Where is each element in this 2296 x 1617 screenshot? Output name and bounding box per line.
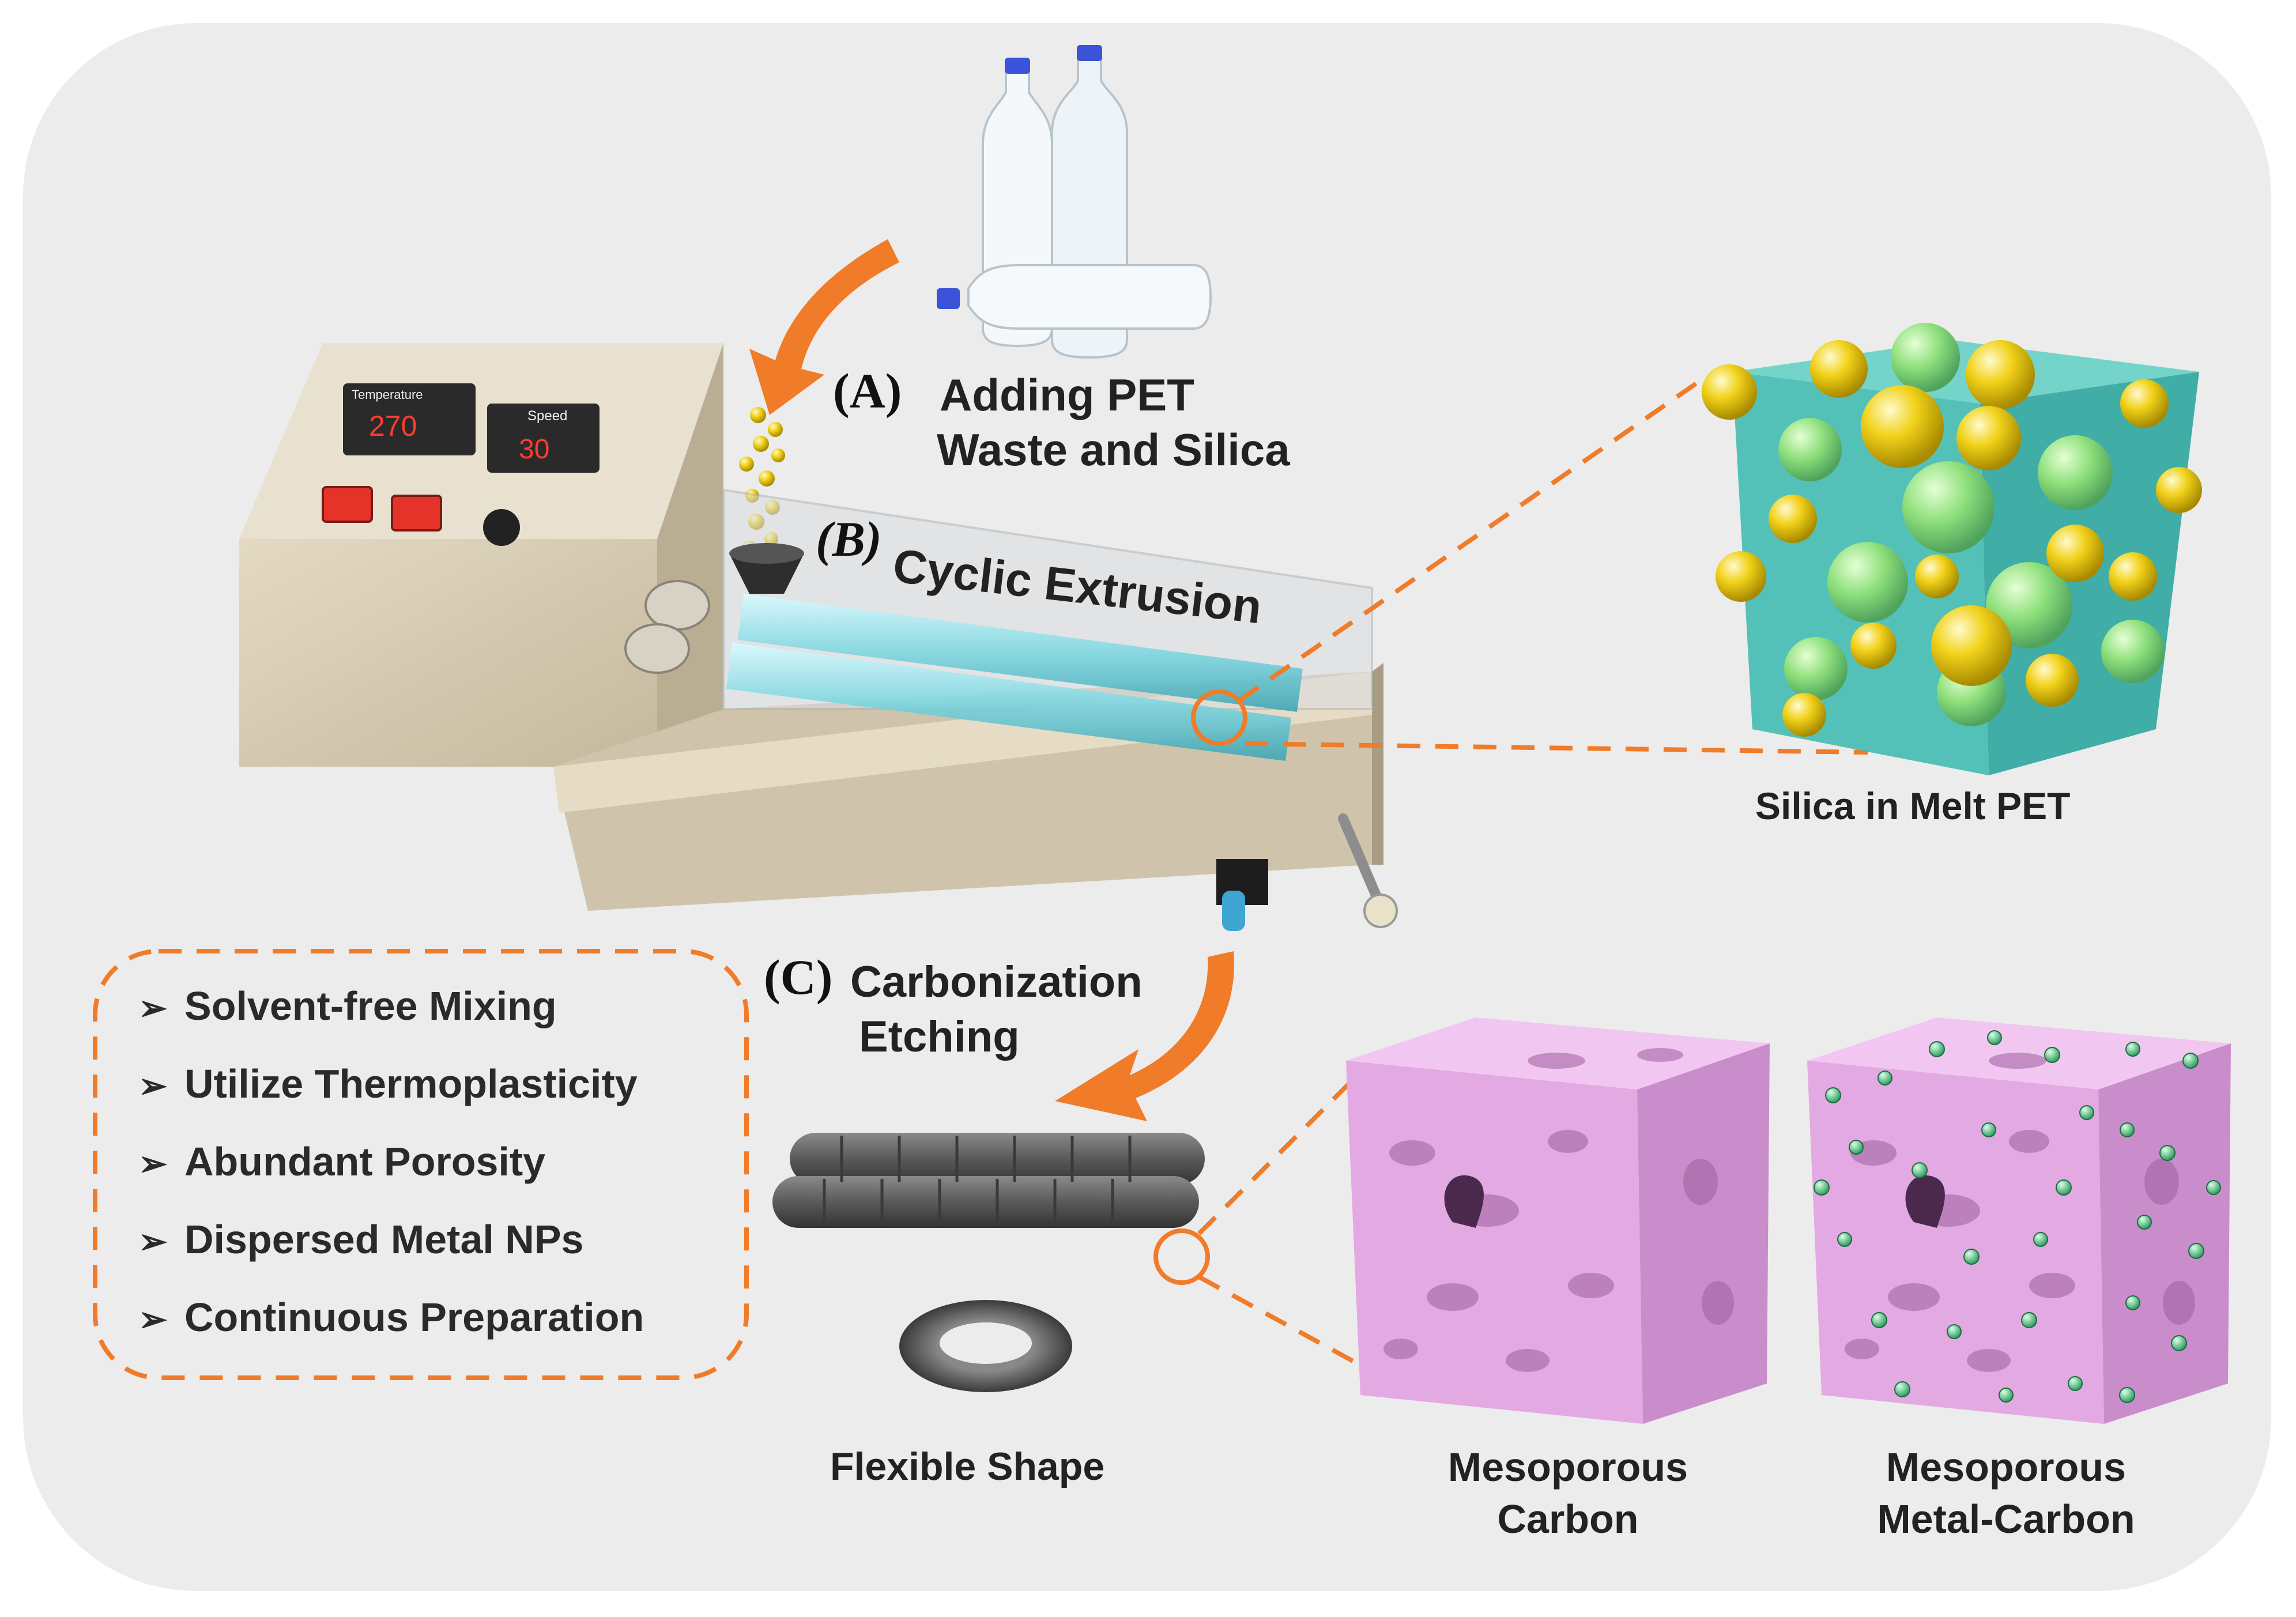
step-a-arrow bbox=[749, 239, 899, 415]
mesoporous-carbon-line1: Mesoporous bbox=[1447, 1445, 1688, 1490]
feature-bullet-icon: ➢ bbox=[138, 1300, 168, 1339]
speed-display-value: 30 bbox=[519, 434, 550, 465]
silica-melt-cube bbox=[1702, 323, 2202, 775]
step-c-arrow bbox=[1055, 951, 1234, 1121]
zoom-lines-silica bbox=[1238, 378, 1868, 755]
features-box bbox=[93, 949, 749, 1380]
temperature-display-value: 270 bbox=[369, 410, 417, 442]
step-c-marker: (C) bbox=[764, 949, 833, 1005]
mesoporous-carbon-cube bbox=[1346, 1017, 1770, 1424]
mesoporous-metal-carbon-line2: Metal-Carbon bbox=[1877, 1497, 2135, 1541]
feature-item-thermoplasticity: ➢Utilize Thermoplasticity bbox=[138, 1061, 638, 1106]
feature-bullet-icon: ➢ bbox=[138, 1144, 168, 1183]
silica-melt-label: Silica in Melt PET bbox=[1755, 785, 2071, 827]
step-c-line1: Carbonization bbox=[850, 958, 1143, 1007]
step-b-marker: (B) bbox=[816, 511, 882, 567]
mesoporous-carbon-line2: Carbon bbox=[1497, 1497, 1639, 1541]
flexible-shape-label: Flexible Shape bbox=[830, 1445, 1105, 1488]
mesoporous-metal-carbon-cube bbox=[1807, 1017, 2231, 1424]
speed-display-label: Speed bbox=[527, 408, 568, 424]
extruder-machine bbox=[239, 343, 1398, 931]
temperature-display-label: Temperature bbox=[352, 387, 423, 402]
feature-bullet-icon: ➢ bbox=[138, 1066, 168, 1105]
step-a-line1: Adding PET bbox=[940, 370, 1194, 420]
step-a-line2: Waste and Silica bbox=[937, 424, 1290, 475]
mesoporous-metal-carbon-line1: Mesoporous bbox=[1886, 1445, 2127, 1490]
feature-bullet-icon: ➢ bbox=[138, 989, 168, 1027]
feature-bullet-icon: ➢ bbox=[138, 1222, 168, 1261]
feature-item-solvent-free: ➢Solvent-free Mixing bbox=[138, 983, 557, 1028]
carbon-rods-illustration bbox=[772, 1133, 1210, 1392]
step-c-line2: Etching bbox=[859, 1012, 1020, 1061]
feature-item-metal-nps: ➢Dispersed Metal NPs bbox=[138, 1217, 584, 1262]
step-a-marker: (A) bbox=[833, 363, 902, 419]
zoom-lines-carbon bbox=[1197, 1076, 1385, 1380]
feature-item-porosity: ➢Abundant Porosity bbox=[138, 1139, 546, 1184]
pet-bottles-illustration bbox=[937, 45, 1212, 359]
feature-item-continuous: ➢Continuous Preparation bbox=[138, 1295, 644, 1340]
